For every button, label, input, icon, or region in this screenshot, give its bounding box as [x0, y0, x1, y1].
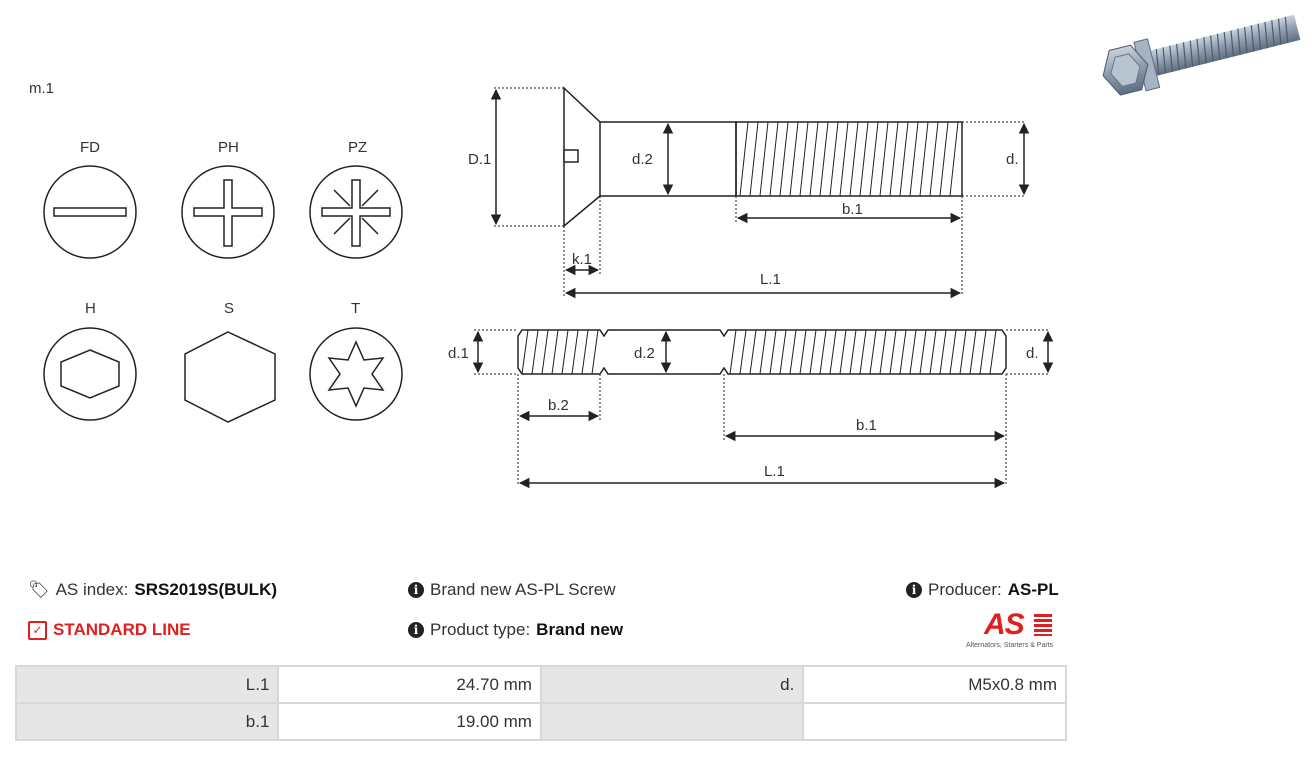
stud-dim-L1: L.1	[764, 463, 785, 480]
table-row: b.1 19.00 mm	[14, 702, 1067, 741]
spec-value: 19.00 mm	[277, 702, 542, 741]
spec-key: d.	[539, 665, 805, 704]
spec-value: M5x0.8 mm	[802, 665, 1067, 704]
product-photo	[1102, 14, 1301, 96]
spec-value: 24.70 mm	[277, 665, 542, 704]
product-type-value: Brand new	[536, 620, 624, 639]
spec-key	[539, 702, 805, 741]
screw-dimension-drawing: D.1 d.2 d. b.1 k.1 L.1 d.1 d.2 d. b.2 b.…	[448, 86, 1054, 489]
dim-L1: L.1	[760, 271, 781, 288]
specs-table: L.1 24.70 mm d. M5x0.8 mm b.1 19.00 mm	[14, 665, 1067, 741]
producer-label: Producer:	[928, 580, 1002, 599]
product-type-row: i Product type: Brand new	[408, 620, 623, 640]
dim-D1: D.1	[468, 151, 491, 168]
dim-b1: b.1	[842, 201, 863, 218]
table-row: L.1 24.70 mm d. M5x0.8 mm	[14, 665, 1067, 704]
dim-k1: k.1	[572, 251, 592, 268]
head-label-t: T	[351, 300, 361, 317]
head-types-diagram	[43, 165, 403, 423]
as-pl-logo: AS Alternators, Starters & Parts	[966, 610, 1068, 652]
dim-d2: d.2	[632, 151, 653, 168]
info-icon: i	[906, 582, 922, 598]
as-index-value: SRS2019S(BULK)	[134, 580, 278, 599]
stud-dim-d1: d.1	[448, 345, 469, 362]
info-icon: i	[408, 622, 424, 638]
pozidriv-drive-icon	[309, 165, 403, 259]
variant-label: m.1	[29, 80, 55, 97]
torx-drive-icon	[309, 327, 403, 421]
head-label-fd: FD	[80, 139, 100, 156]
spec-key: L.1	[14, 665, 280, 704]
stud-dim-b1: b.1	[856, 417, 877, 434]
product-type-label: Product type:	[430, 620, 531, 639]
stud-dim-b2: b.2	[548, 397, 569, 414]
tags-icon: 🏷︎	[28, 580, 50, 599]
head-label-ph: PH	[218, 139, 239, 156]
dim-d: d.	[1006, 151, 1019, 168]
logo-tagline: Alternators, Starters & Parts	[966, 642, 1054, 649]
head-label-h: H	[85, 300, 96, 317]
info-icon: i	[408, 582, 424, 598]
checkbox-checked-icon: ✓	[28, 620, 47, 640]
logo-text: AS	[984, 608, 1025, 641]
spec-key: b.1	[14, 702, 280, 741]
product-description: Brand new AS-PL Screw	[430, 580, 616, 599]
standard-line-badge: ✓ STANDARD LINE	[28, 620, 191, 640]
producer-row: i Producer: AS-PL	[906, 580, 1059, 600]
spec-value	[802, 702, 1067, 741]
hex-socket-drive-icon	[43, 327, 137, 421]
head-label-s: S	[224, 300, 235, 317]
producer-value: AS-PL	[1007, 580, 1059, 599]
as-index-row: 🏷︎ AS index: SRS2019S(BULK)	[28, 580, 277, 600]
head-label-pz: PZ	[348, 139, 368, 156]
phillips-drive-icon	[181, 165, 275, 259]
stud-dim-d: d.	[1026, 345, 1039, 362]
stud-dim-d2: d.2	[634, 345, 655, 362]
as-index-label: AS index:	[55, 580, 129, 599]
standard-line-label: STANDARD LINE	[53, 620, 191, 639]
description-row: i Brand new AS-PL Screw	[408, 580, 616, 600]
hex-head-icon	[184, 331, 276, 423]
logo-stripes	[1034, 614, 1052, 636]
slotted-drive-icon	[43, 165, 137, 259]
